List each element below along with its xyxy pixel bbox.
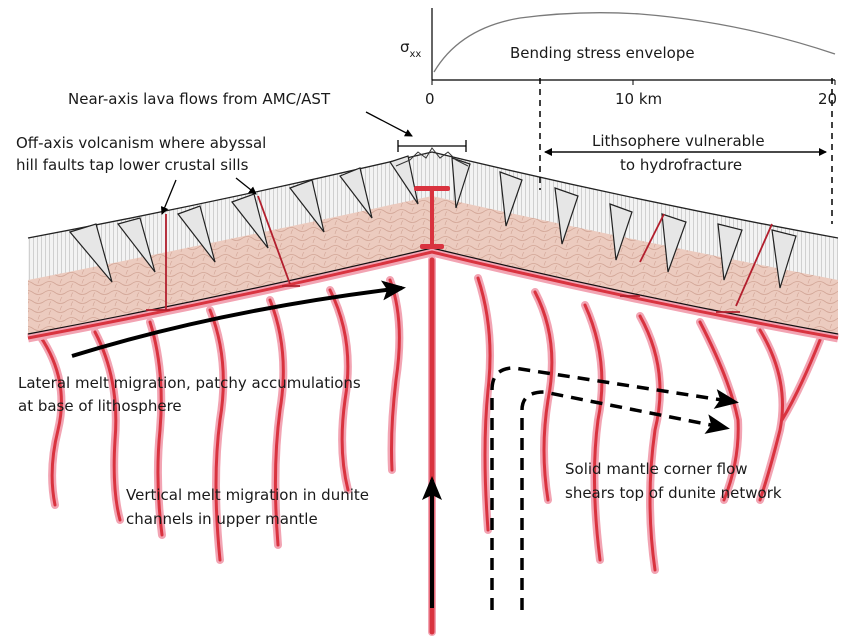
vertical-label-line2: channels in upper mantle (126, 510, 318, 528)
off-axis-label-line1: Off-axis volcanism where abyssal (16, 134, 266, 152)
lithosphere-label-line2: to hydrofracture (620, 156, 742, 174)
lateral-label-line2: at base of lithosphere (18, 397, 182, 415)
near-axis-label: Near-axis lava flows from AMC/AST (68, 90, 331, 108)
tick-label-0: 0 (425, 90, 435, 108)
tick-label-10km: 10 km (615, 90, 662, 108)
off-axis-label-line2: hill faults tap lower crustal sills (16, 156, 249, 174)
lithosphere-label-line1: Lithsophere vulnerable (592, 132, 765, 150)
stress-envelope-curve (434, 13, 835, 72)
stress-plot: σxx Bending stress envelope 0 10 km 20 (400, 8, 837, 108)
off-axis-pointer-2 (236, 178, 256, 194)
stress-axis-label: σxx (400, 38, 421, 60)
tick-label-20: 20 (818, 90, 837, 108)
corner-label-line1: Solid mantle corner flow (565, 460, 748, 478)
stress-curve-label: Bending stress envelope (510, 44, 695, 62)
lateral-label-line1: Lateral melt migration, patchy accumulat… (18, 374, 361, 392)
near-axis-bracket (398, 140, 466, 152)
near-axis-pointer (366, 112, 412, 136)
corner-label-line2: shears top of dunite network (565, 484, 782, 502)
vertical-label-line1: Vertical melt migration in dunite (126, 486, 369, 504)
